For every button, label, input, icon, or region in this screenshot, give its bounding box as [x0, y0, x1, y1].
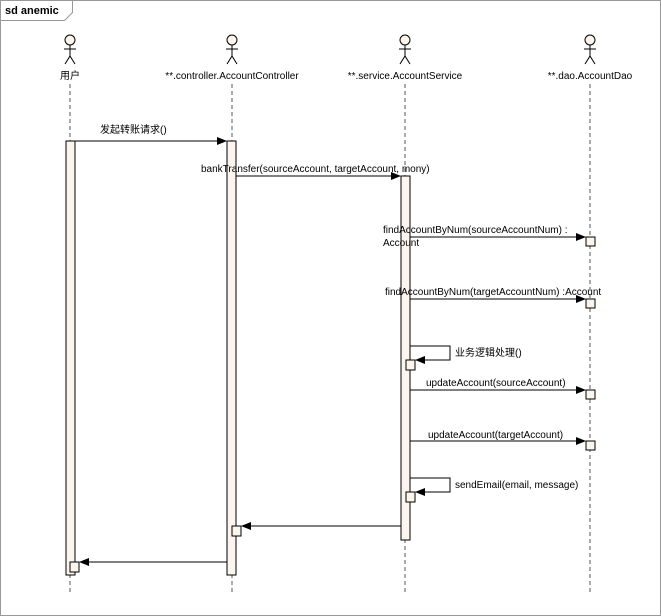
activation-dao-3	[585, 389, 596, 400]
activation-dao-2	[585, 298, 596, 309]
participant-name: 用户	[60, 69, 80, 82]
message-label: updateAccount(sourceAccount)	[426, 378, 566, 389]
participant-name: **.controller.AccountController	[165, 71, 299, 82]
message-label: findAccountByNum(sourceAccountNum) :	[383, 225, 568, 236]
message-3: findAccountByNum(sourceAccountNum) : Acc…	[383, 225, 586, 249]
actor-icon	[226, 34, 238, 65]
activation-controller	[226, 140, 237, 576]
message-label: bankTransfer(sourceAccount, targetAccoun…	[201, 164, 430, 175]
message-label: sendEmail(email, message)	[455, 480, 578, 491]
activation-controller-return	[231, 525, 242, 537]
activation-dao-4	[585, 440, 596, 451]
message-8: sendEmail(email, message)	[410, 477, 578, 496]
participant-name: **.dao.AccountDao	[548, 71, 633, 82]
message-label: 业务逻辑处理()	[455, 346, 522, 359]
frame-title: sd anemic	[5, 5, 59, 17]
message-2: bankTransfer(sourceAccount, targetAccoun…	[201, 164, 430, 180]
activation-service-self-2	[405, 491, 416, 503]
message-7: updateAccount(targetAccount)	[410, 430, 586, 445]
actor-icon	[399, 34, 411, 65]
activation-user-return	[69, 561, 80, 573]
participant-name: **.service.AccountService	[348, 71, 463, 82]
message-1: 发起转账请求()	[75, 123, 227, 145]
frame-tab	[0, 0, 73, 21]
activation-user	[65, 140, 76, 576]
message-label: updateAccount(targetAccount)	[428, 430, 563, 441]
activation-service	[400, 175, 411, 541]
message-label: findAccountByNum(targetAccountNum) :Acco…	[385, 287, 601, 298]
message-4: findAccountByNum(targetAccountNum) :Acco…	[385, 287, 601, 303]
message-5: 业务逻辑处理()	[410, 345, 522, 364]
message-label: 发起转账请求()	[100, 123, 167, 136]
activations	[65, 140, 596, 576]
actor-icon	[64, 34, 76, 65]
activation-dao-1	[585, 236, 596, 247]
message-6: updateAccount(sourceAccount)	[410, 378, 586, 394]
participant-dao: **.dao.AccountDao	[548, 34, 633, 592]
actor-icon	[584, 34, 596, 65]
activation-service-self-1	[405, 359, 416, 371]
message-label-line2: Account	[383, 238, 419, 249]
